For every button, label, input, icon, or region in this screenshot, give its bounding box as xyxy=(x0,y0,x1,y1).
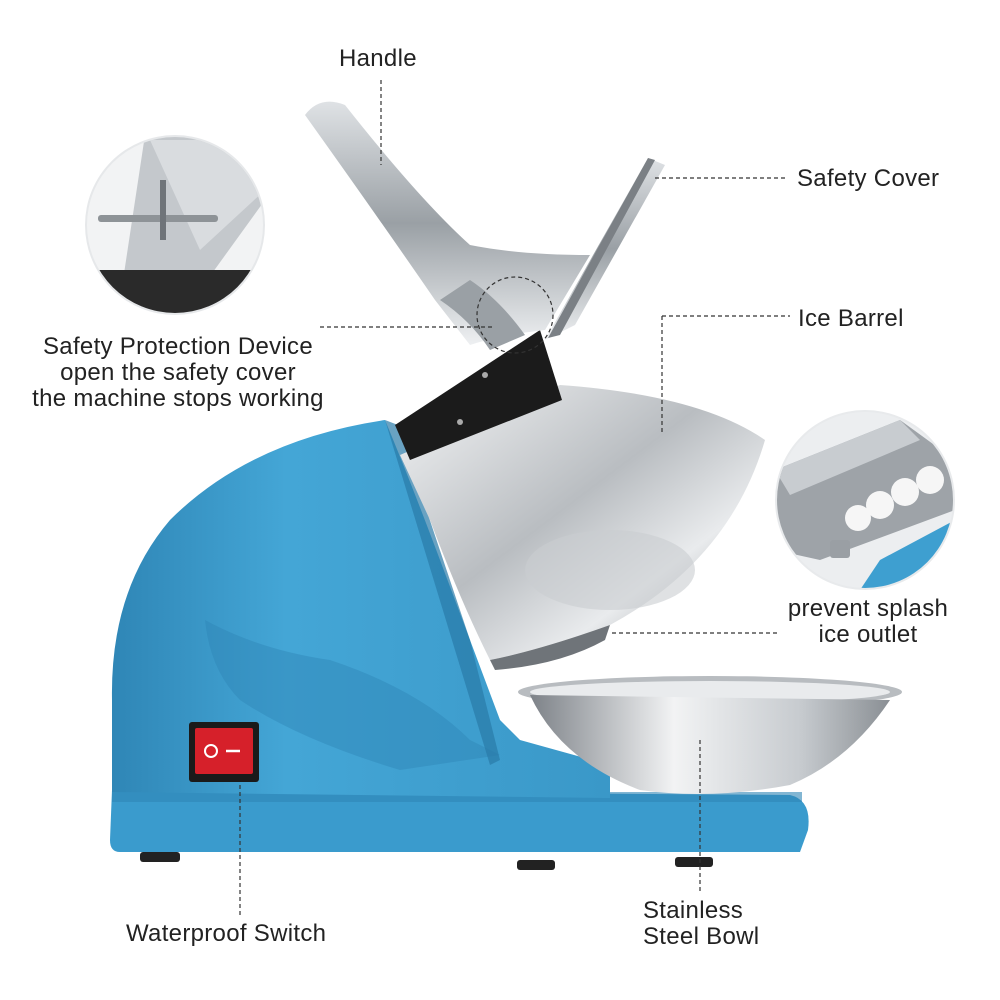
bowl-line-1: Stainless xyxy=(643,897,744,924)
safety-device-line-1: Safety Protection Device xyxy=(43,333,313,360)
safety-device-inset xyxy=(85,135,265,315)
switch-label: Waterproof Switch xyxy=(126,920,327,947)
outlet-line-1: prevent splash xyxy=(787,595,949,622)
safety-device-line-2: open the safety cover xyxy=(60,359,296,386)
power-switch xyxy=(189,722,259,782)
lid-plate xyxy=(395,330,562,460)
safety-cover xyxy=(545,158,665,340)
outlet-line-2: ice outlet xyxy=(818,621,918,648)
ice-barrel xyxy=(400,385,765,670)
ice-outlet-inset xyxy=(775,410,955,590)
ice-barrel-label: Ice Barrel xyxy=(798,305,904,332)
handle-label: Handle xyxy=(339,45,417,72)
safety-device-line-3: the machine stops working xyxy=(32,385,324,412)
bowl-line-2: Steel Bowl xyxy=(643,923,760,950)
safety-device-label: Safety Protection Device open the safety… xyxy=(28,334,328,412)
bowl-label: Stainless Steel Bowl xyxy=(643,898,759,950)
safety-cover-label: Safety Cover xyxy=(797,165,940,192)
safety-device-highlight xyxy=(476,276,554,354)
leader-lines xyxy=(239,80,790,915)
machine-base xyxy=(110,790,809,870)
machine-housing xyxy=(111,420,610,798)
outlet-label: prevent splash ice outlet xyxy=(768,596,968,648)
handle xyxy=(305,101,590,350)
steel-bowl xyxy=(518,676,902,794)
